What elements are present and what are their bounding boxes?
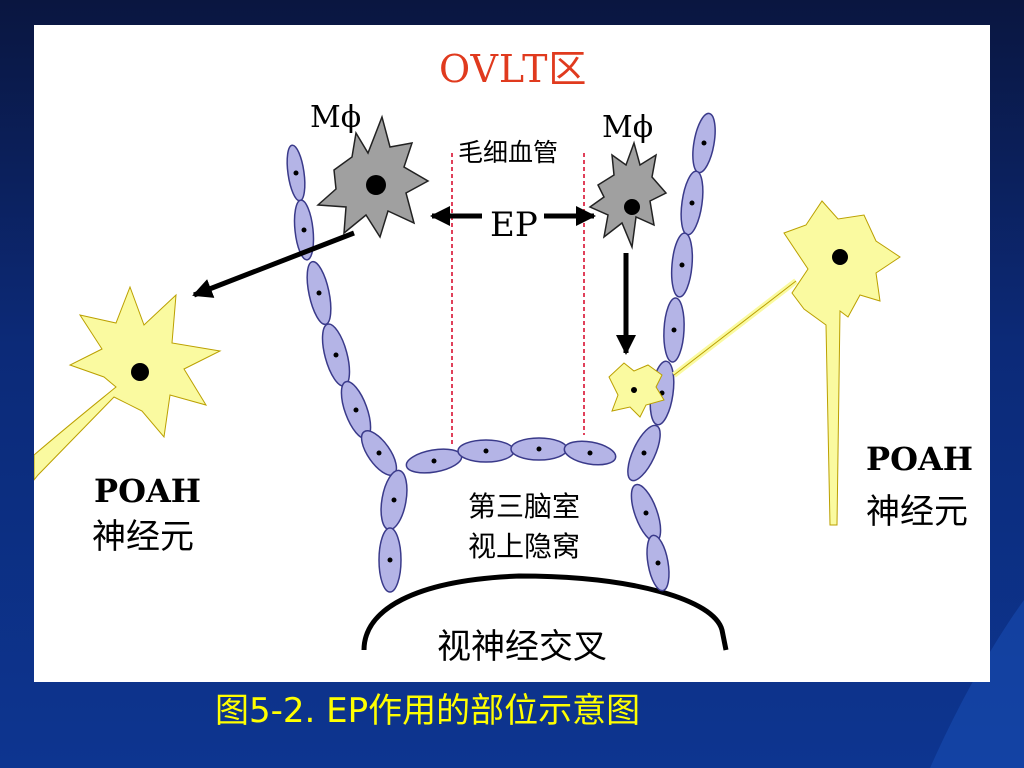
poah-neuron-right — [783, 200, 901, 526]
macrophage-left — [316, 114, 430, 239]
diagram-panel: OVLT区 Mϕ Mϕ 毛细血管 EP POAH 神经元 POAH 神经元 第三… — [34, 25, 990, 682]
neuron-left-label: 神经元 — [92, 517, 194, 557]
right-cell-wall — [627, 112, 716, 592]
macrophage-right — [588, 140, 668, 250]
small-neuron-right — [608, 362, 665, 418]
ep-label: EP — [490, 205, 538, 245]
axon-right-outline — [673, 280, 797, 376]
poah-neuron-left — [34, 285, 222, 481]
figure-caption: 图5-2. EP作用的部位示意图 — [215, 691, 641, 731]
left-cell-wall — [286, 144, 408, 593]
poah-left-label: POAH — [94, 472, 201, 510]
macrophage-right-label: Mϕ — [602, 110, 654, 145]
bottom-cell-row — [405, 437, 617, 474]
slide-swoosh — [930, 600, 1024, 768]
capillary-label: 毛细血管 — [458, 138, 559, 167]
optic-chiasm-label: 视神经交叉 — [437, 627, 607, 667]
third-ventricle-label: 第三脑室 — [468, 490, 581, 523]
poah-right-label: POAH — [866, 440, 973, 478]
diagram-illustration — [34, 112, 901, 651]
macrophage-left-label: Mϕ — [310, 100, 362, 135]
arrow-macrophage-to-poah-left — [192, 230, 355, 298]
ovlt-title: OVLT区 — [439, 47, 588, 91]
neuron-right-label: 神经元 — [866, 492, 968, 532]
supraoptic-recess-label: 视上隐窝 — [468, 530, 581, 563]
optic-chiasm-arc — [361, 573, 729, 651]
